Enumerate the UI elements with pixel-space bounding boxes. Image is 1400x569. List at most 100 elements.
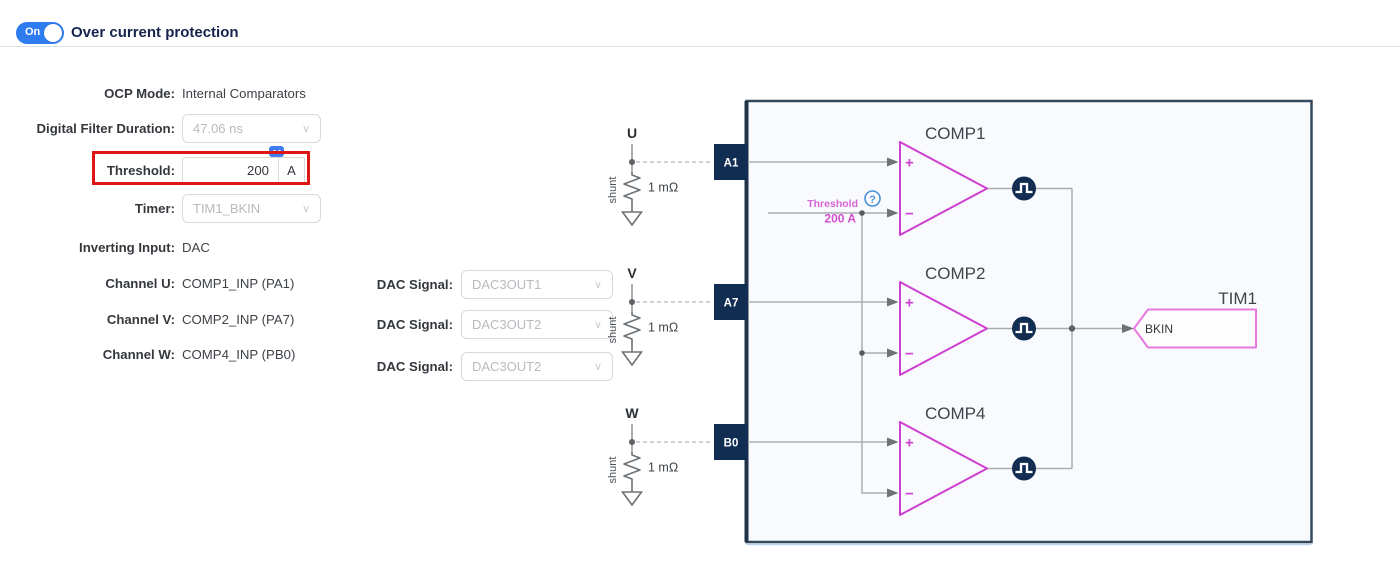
dac-signal-w-select[interactable]: DAC3OUT2 ∨ [461,352,613,381]
row-channel-v: Channel V: COMP2_INP (PA7) [0,304,295,334]
output-junction-dot [1068,325,1076,332]
pulse-output-icon [1012,176,1036,201]
pin-a7-label: A7 [724,298,739,310]
pin-a1 [714,144,748,180]
pulse-glyph [1015,462,1033,474]
bkin-port-label: BKIN [1145,322,1173,336]
filter-duration-label: Digital Filter Duration: [36,120,175,136]
pulse-glyph [1015,182,1033,194]
timer-select[interactable]: TIM1_BKIN ∨ [182,193,321,223]
minus-input-arrow-icon [887,348,899,358]
plus-input-arrow-icon [887,437,899,447]
channel-v-label: Channel V: [106,311,175,327]
shunt-resistor-icon [623,172,641,202]
inverting-input-value: DAC [182,239,210,255]
row-inverting-input: Inverting Input: DAC [0,232,210,262]
phase-node-dot [629,439,635,445]
dac-signal-label: DAC Signal: [376,359,453,374]
comp4-label: COMP4 [925,404,985,423]
threshold-field-group: A [182,156,305,184]
ocp-mode-label: OCP Mode: [104,85,175,101]
chevron-down-icon: ∨ [301,122,310,135]
timer-label: Timer: [134,200,175,216]
pin-a1-label: A1 [724,158,739,170]
dac-signal-label: DAC Signal: [376,317,453,332]
channel-v-value: COMP2_INP (PA7) [182,311,295,327]
page-title: Over current protection [71,24,239,41]
chevron-down-icon: ∨ [301,202,310,215]
phase-w: W shunt 1 mΩ B0 [607,405,748,507]
comparator-triangle-icon [899,421,988,516]
threshold-node-dot [859,210,865,216]
row-dac-signal-w: DAC Signal: DAC3OUT2 ∨ [360,352,613,381]
filter-duration-value: 47.06 ns [193,120,243,136]
phase-u-label: U [627,125,637,141]
row-channel-w: Channel W: COMP4_INP (PB0) [0,339,296,369]
threshold-input[interactable] [183,157,278,183]
channel-u-label: Channel U: [105,275,175,291]
minus-input-symbol: − [905,346,914,363]
row-dac-signal-v: DAC Signal: DAC3OUT2 ∨ [360,310,613,339]
threshold-annotation-label: Threshold [807,198,858,210]
pulse-glyph [1015,322,1033,334]
shunt-resistor-icon [623,312,641,342]
dac-signal-w-value: DAC3OUT2 [472,359,542,374]
shunt-label: shunt [607,317,619,344]
comp2: + − COMP2 [887,264,1036,376]
shunt-resistor-icon [623,452,641,482]
row-dac-signal-u: DAC Signal: DAC3OUT1 ∨ [360,270,613,299]
svg-text:?: ? [869,194,876,206]
minus-input-arrow-icon [887,488,899,498]
threshold-unit: A [278,157,304,183]
header-divider [0,46,1400,47]
shunt-resistance-value: 1 mΩ [648,461,678,475]
phase-node-dot [629,299,635,305]
plus-input-arrow-icon [887,297,899,307]
dac-signal-u-select[interactable]: DAC3OUT1 ∨ [461,270,613,299]
tim1-block: TIM1 BKIN [1133,289,1257,349]
ground-icon [620,491,644,507]
comp4: + − COMP4 [887,404,1036,516]
comparator-triangle-icon [899,281,988,376]
phase-w-label: W [625,405,639,421]
chevron-down-icon: ∨ [593,319,602,331]
pin-b0 [714,424,748,460]
ground-icon [620,351,644,367]
comp1-label: COMP1 [925,124,985,143]
dac-signal-v-value: DAC3OUT2 [472,317,542,332]
pin-b0-label: B0 [724,438,739,450]
plus-input-arrow-icon [887,157,899,167]
dac-signal-v-select[interactable]: DAC3OUT2 ∨ [461,310,613,339]
shunt-resistance-value: 1 mΩ [648,321,678,335]
inverting-input-label: Inverting Input: [79,239,175,255]
threshold-help-icon[interactable]: ? [864,190,881,207]
phase-u: U shunt 1 mΩ A1 [607,125,748,227]
dac-signal-u-value: DAC3OUT1 [472,277,542,292]
comp2-label: COMP2 [925,264,985,283]
minus-input-arrow-icon [887,208,899,218]
row-threshold: Threshold: A [0,155,305,185]
timer-value: TIM1_BKIN [193,200,261,216]
pulse-output-icon [1012,456,1036,481]
pulse-output-icon [1012,316,1036,341]
ocp-enable-toggle[interactable]: On [16,22,64,44]
ocp-mode-value: Internal Comparators [182,85,306,101]
phase-v-label: V [627,265,637,281]
linked-value-icon [269,146,284,157]
row-channel-u: Channel U: COMP1_INP (PA1) [0,268,294,298]
threshold-annotation-value: 200 A [824,212,856,226]
shunt-label: shunt [607,177,619,204]
shunt-resistance-value: 1 mΩ [648,181,678,195]
ground-icon [620,211,644,227]
row-filter-duration: Digital Filter Duration: 47.06 ns ∨ [0,113,321,143]
phase-node-dot [629,159,635,165]
toggle-knob [44,24,62,42]
dac-signal-label: DAC Signal: [376,277,453,292]
channel-w-label: Channel W: [102,346,175,362]
shunt-label: shunt [607,457,619,484]
plus-input-symbol: + [905,295,914,312]
threshold-annotation: Threshold 200 A ? [807,190,881,226]
threshold-label: Threshold: [106,162,175,178]
filter-duration-select[interactable]: 47.06 ns ∨ [182,113,321,143]
